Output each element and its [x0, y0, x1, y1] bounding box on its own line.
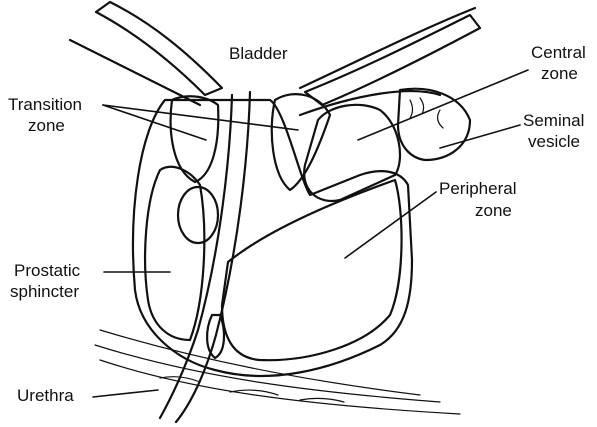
- peripheral-zone-region: [222, 180, 402, 360]
- leader-transition-left: [103, 105, 206, 140]
- label-seminal-vesicle-line1: Seminal: [523, 111, 584, 130]
- leader-peripheral-zone: [345, 192, 436, 258]
- leader-seminal-vesicle: [440, 125, 520, 148]
- label-central-zone-line1: Central: [531, 43, 586, 62]
- transition-zone-left: [171, 96, 219, 182]
- seminal-vesicle-region: [398, 89, 470, 160]
- label-prostatic-sphincter-line1: Prostatic: [14, 261, 81, 280]
- label-transition-zone-line1: Transition: [8, 95, 82, 114]
- seminal-vesicle-folds: [410, 98, 443, 128]
- leader-lines: [93, 70, 528, 397]
- leader-transition-right: [103, 105, 298, 130]
- label-peripheral-zone-line1: Peripheral: [439, 179, 517, 198]
- label-prostatic-sphincter-line2: sphincter: [10, 282, 79, 301]
- leader-urethra: [93, 390, 158, 397]
- pelvic-floor-muscle: [95, 330, 460, 414]
- label-peripheral-zone-line2: zone: [475, 201, 512, 220]
- central-zone-region: [304, 105, 400, 201]
- label-central-zone-line2: zone: [541, 64, 578, 83]
- label-transition-zone-line2: zone: [28, 116, 65, 135]
- label-bladder: Bladder: [229, 44, 288, 63]
- label-seminal-vesicle-line2: vesicle: [528, 132, 580, 151]
- prostatic-sphincter-region: [145, 167, 204, 340]
- urethral-lumen-left: [178, 187, 218, 243]
- bladder-wall-left: [70, 2, 222, 105]
- label-urethra: Urethra: [17, 386, 74, 405]
